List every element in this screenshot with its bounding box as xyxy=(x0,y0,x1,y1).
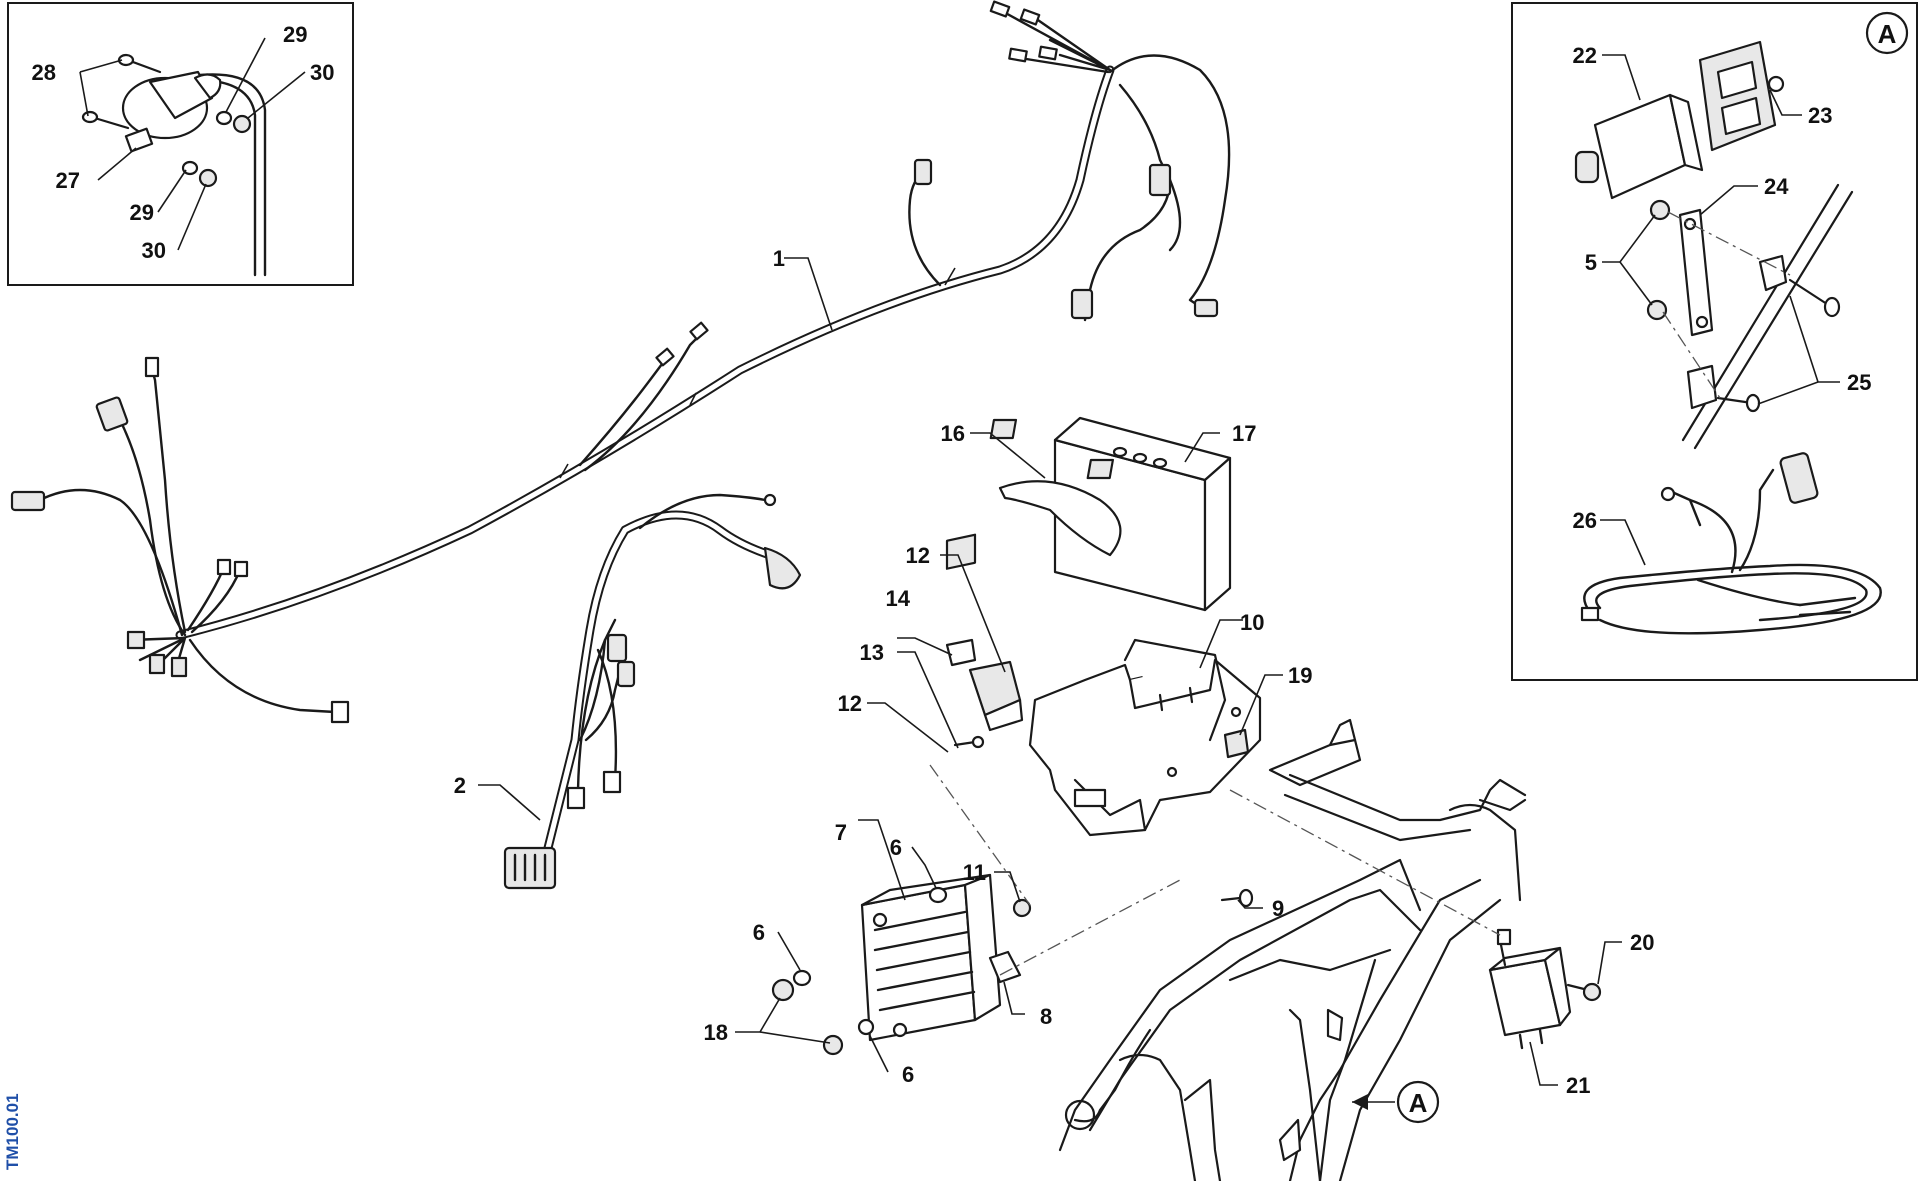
battery-harness-2 xyxy=(503,493,802,890)
main-wiring-harness-1 xyxy=(10,0,1231,724)
connector-left-a xyxy=(10,490,46,512)
screw-25-upper xyxy=(1788,278,1841,318)
sub-harness-26 xyxy=(1580,452,1882,635)
ignition-coil xyxy=(121,70,222,153)
fuse-holder-12 xyxy=(968,660,1024,732)
callout-16: 16 xyxy=(941,421,965,446)
bracket-24 xyxy=(1678,208,1714,337)
connector-26-top xyxy=(1779,452,1819,504)
view-a-badge: A xyxy=(1865,11,1909,55)
callout-7: 7 xyxy=(835,820,847,845)
cdi-module-22 xyxy=(1574,93,1704,200)
leader-lines xyxy=(478,257,1622,1086)
callout-6-bottom: 6 xyxy=(902,1062,914,1087)
callout-18: 18 xyxy=(704,1020,728,1045)
washer-29-lower xyxy=(181,160,199,176)
callout-30-bottom: 30 xyxy=(142,238,166,263)
connector-harness-right-b xyxy=(1070,288,1094,320)
voltage-regulator-7 xyxy=(860,873,1002,1042)
nut-18-left xyxy=(771,978,795,1002)
callout-13: 13 xyxy=(860,640,884,665)
callout-labels: 1 2 5 6 6 6 7 8 9 10 11 12 12 13 14 16 1… xyxy=(32,22,1872,1098)
nut-5-upper xyxy=(1649,199,1671,221)
callout-12-top: 12 xyxy=(906,543,930,568)
connector-harness-right-a xyxy=(1148,163,1172,197)
screw-20 xyxy=(1566,982,1602,1002)
clip-lower xyxy=(1686,364,1718,410)
connector-left-b xyxy=(95,396,129,432)
inset-view-a: A xyxy=(1511,2,1918,681)
view-a-arrow: A xyxy=(1352,1080,1440,1124)
screw-28-upper xyxy=(117,53,162,74)
battery-17 xyxy=(989,416,1232,612)
screw-9 xyxy=(1220,888,1254,908)
callout-6-top: 6 xyxy=(890,835,902,860)
battery-holder-10 xyxy=(1028,638,1262,837)
motorcycle-frame xyxy=(1058,718,1527,1181)
inset-ignition-coil xyxy=(7,2,354,286)
washer-6-top xyxy=(928,886,948,904)
callout-11: 11 xyxy=(963,860,986,885)
multi-pin-connector-2 xyxy=(503,846,557,890)
washer-29-upper xyxy=(215,110,233,126)
callout-28: 28 xyxy=(32,60,56,85)
callout-9: 9 xyxy=(1272,896,1284,921)
callout-2: 2 xyxy=(454,773,466,798)
screw-13 xyxy=(953,735,985,749)
bracket-8 xyxy=(988,950,1022,984)
callout-8: 8 xyxy=(1040,1004,1052,1029)
callout-23: 23 xyxy=(1808,103,1832,128)
voltage-module-23 xyxy=(1698,40,1785,152)
connector-left-d xyxy=(330,700,350,724)
inset-frame xyxy=(7,2,354,286)
terminal-26-left xyxy=(1580,606,1600,622)
fuse-14 xyxy=(945,638,977,667)
callout-30-top: 30 xyxy=(310,60,334,85)
battery-strap-16 xyxy=(998,480,1122,557)
callout-24: 24 xyxy=(1764,174,1789,199)
washer-6-left xyxy=(792,969,812,987)
callout-1: 1 xyxy=(773,246,785,271)
nut-30-upper xyxy=(232,114,252,134)
terminal-cap xyxy=(763,546,802,590)
relay-21 xyxy=(1488,928,1572,1050)
callout-29-bottom: 29 xyxy=(130,200,154,225)
washer-6-bottom xyxy=(857,1018,875,1036)
callout-12-left: 12 xyxy=(838,691,862,716)
callout-22: 22 xyxy=(1573,43,1597,68)
svg-text:A: A xyxy=(1409,1088,1428,1118)
nut-11 xyxy=(1012,898,1032,918)
nut-30-lower xyxy=(198,168,218,188)
callout-26: 26 xyxy=(1573,508,1597,533)
callout-27: 27 xyxy=(56,168,80,193)
connector-harness-right-c xyxy=(1193,298,1219,318)
svg-text:A: A xyxy=(1878,19,1897,49)
clip-upper xyxy=(1758,254,1788,292)
callout-17: 17 xyxy=(1232,421,1256,446)
callout-5: 5 xyxy=(1585,250,1597,275)
connector-left-c xyxy=(144,356,160,378)
callout-10: 10 xyxy=(1240,610,1264,635)
clip-19 xyxy=(1223,728,1250,759)
callout-6-left: 6 xyxy=(753,920,765,945)
callout-20: 20 xyxy=(1630,930,1654,955)
nut-18-bottom xyxy=(822,1034,844,1056)
callout-29-top: 29 xyxy=(283,22,307,47)
callout-19: 19 xyxy=(1288,663,1312,688)
callout-21: 21 xyxy=(1566,1073,1590,1098)
nut-5-lower xyxy=(1646,299,1668,321)
callout-14: 14 xyxy=(886,586,911,611)
drawing-code: TM100.01 xyxy=(3,1093,22,1170)
screw-28-lower xyxy=(81,110,130,130)
callout-25: 25 xyxy=(1847,370,1871,395)
